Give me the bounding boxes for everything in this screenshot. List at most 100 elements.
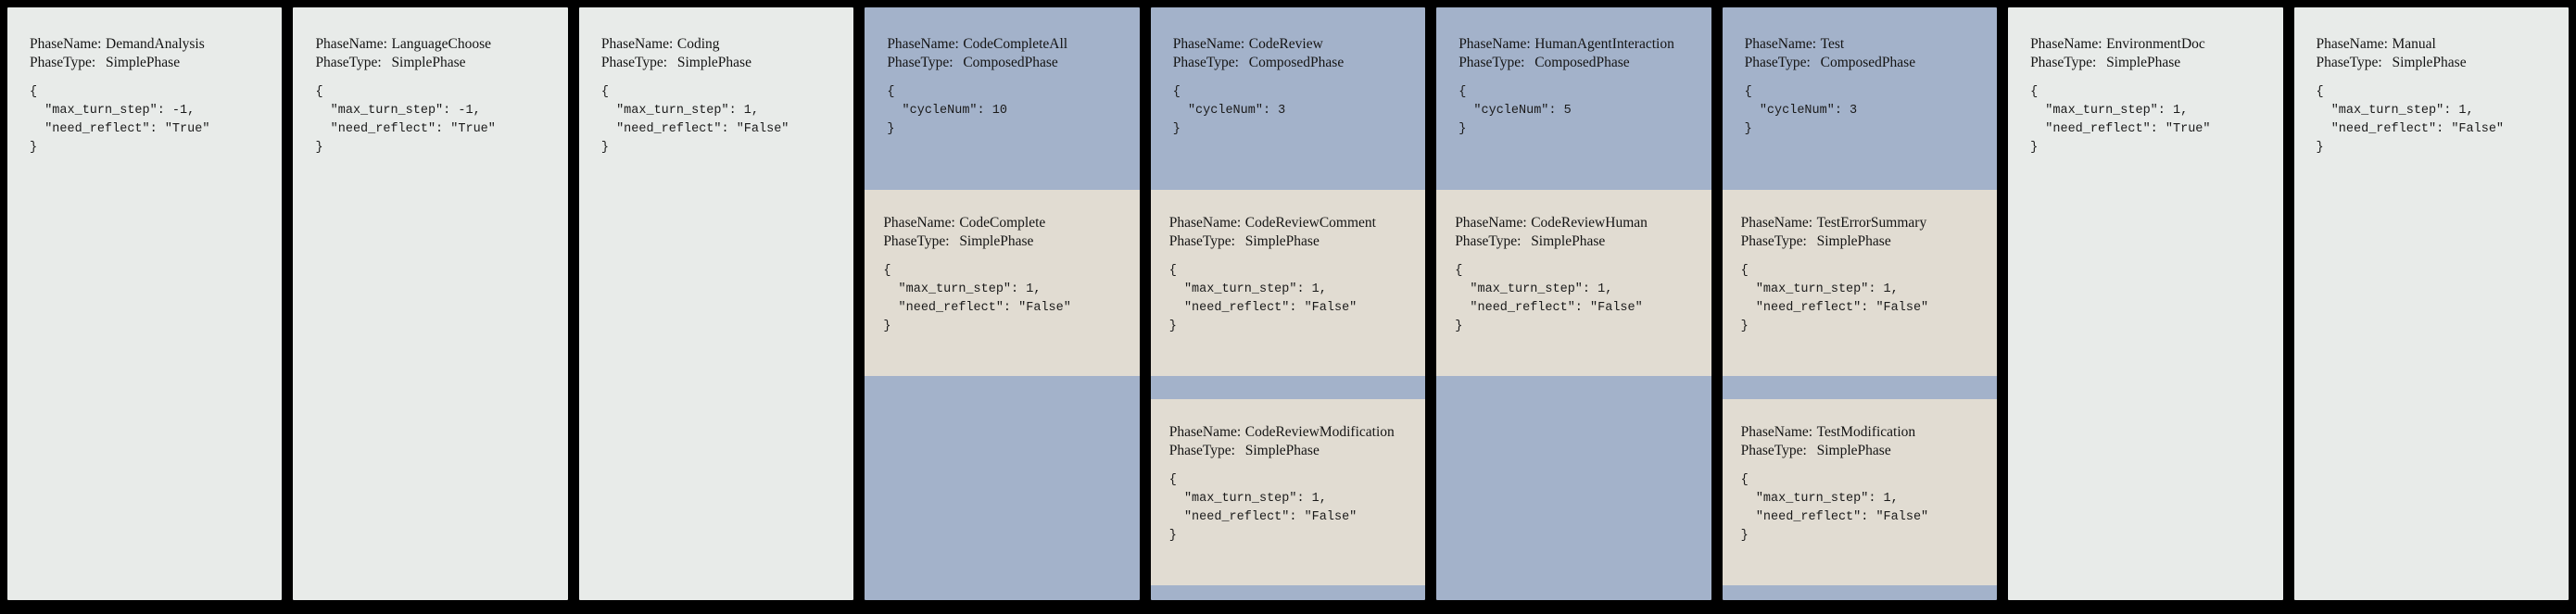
phase-config-json: { "max_turn_step": 1, "need_reflect": "F… — [600, 85, 789, 155]
phase-config-json: { "cycleNum": 5 } — [1458, 85, 1572, 136]
subphase-card: PhaseName: TestErrorSummary PhaseType: S… — [1722, 190, 1998, 376]
phase-header: PhaseName: EnvironmentDoc PhaseType: Sim… — [2008, 7, 2282, 157]
subphase-type-row: PhaseType: SimplePhase — [1455, 232, 1703, 251]
phase-name-row: PhaseName: LanguageChoose — [315, 35, 558, 54]
subphase-type-label: PhaseType: — [883, 233, 950, 249]
phase-type-value: SimplePhase — [106, 55, 181, 70]
subphase-card: PhaseName: CodeReviewModification PhaseT… — [1150, 399, 1426, 585]
phase-name-label: PhaseName: — [2030, 36, 2102, 52]
phase-name-label: PhaseName: — [1744, 36, 1817, 52]
phase-type-value: SimplePhase — [391, 55, 466, 70]
subphase-name-label: PhaseName: — [1740, 424, 1813, 440]
phase-type-label: PhaseType: — [600, 55, 668, 70]
subphase-entry: PhaseName: CodeReviewModification PhaseT… — [1151, 399, 1425, 545]
phase-type-label: PhaseType: — [2316, 55, 2382, 70]
phase-card: PhaseName: CodeCompleteAll PhaseType: Co… — [865, 7, 1140, 600]
subphase-config-json: { "max_turn_step": 1, "need_reflect": "F… — [883, 264, 1071, 333]
phase-type-value: SimplePhase — [676, 55, 751, 70]
phase-name-value: Test — [1820, 36, 1845, 52]
phase-name-label: PhaseName: — [315, 36, 387, 52]
phase-card: PhaseName: HumanAgentInteraction PhaseTy… — [1436, 7, 1711, 600]
subphase-name-label: PhaseName: — [883, 215, 955, 231]
phase-name-label: PhaseName: — [1172, 36, 1245, 52]
phase-config-json: { "max_turn_step": -1, "need_reflect": "… — [315, 85, 496, 155]
phase-type-label: PhaseType: — [1172, 55, 1239, 70]
subphase-entry: PhaseName: CodeComplete PhaseType: Simpl… — [865, 190, 1139, 336]
subphase-type-row: PhaseType: SimplePhase — [1741, 442, 1989, 460]
subphase-entry: PhaseName: TestModification PhaseType: S… — [1723, 399, 1997, 545]
subphase-name-label: PhaseName: — [1168, 424, 1242, 440]
phase-type-value: ComposedPhase — [1820, 55, 1916, 70]
subphase-type-value: SimplePhase — [1531, 233, 1606, 249]
subphase-name-label: PhaseName: — [1455, 215, 1527, 231]
phase-card: PhaseName: DemandAnalysis PhaseType: Sim… — [7, 7, 283, 600]
phase-entry: PhaseName: LanguageChoose PhaseType: Sim… — [293, 7, 567, 157]
subphase-type-label: PhaseType: — [1168, 443, 1235, 458]
phase-type-label: PhaseType: — [315, 55, 382, 70]
phase-header: PhaseName: CodeCompleteAll PhaseType: Co… — [865, 7, 1139, 190]
phase-config-json: { "max_turn_step": -1, "need_reflect": "… — [30, 85, 210, 155]
subphase-type-row: PhaseType: SimplePhase — [1169, 442, 1418, 460]
subphase-name-value: CodeReviewComment — [1244, 215, 1376, 231]
phase-card: PhaseName: LanguageChoose PhaseType: Sim… — [293, 7, 568, 600]
subphase-name-row: PhaseName: TestErrorSummary — [1741, 214, 1989, 232]
phase-type-row: PhaseType: SimplePhase — [2317, 54, 2559, 72]
subphase-type-row: PhaseType: SimplePhase — [883, 232, 1131, 251]
subphase-type-label: PhaseType: — [1455, 233, 1522, 249]
phase-name-value: HumanAgentInteraction — [1534, 36, 1674, 52]
phase-type-label: PhaseType: — [1458, 55, 1525, 70]
phase-type-row: PhaseType: SimplePhase — [2030, 54, 2273, 72]
subphase-card: PhaseName: CodeReviewHuman PhaseType: Si… — [1436, 190, 1711, 376]
subphase-entry: PhaseName: CodeReviewHuman PhaseType: Si… — [1436, 190, 1711, 336]
subphase-name-row: PhaseName: CodeReviewModification — [1169, 423, 1418, 442]
phase-header: PhaseName: CodeReview PhaseType: Compose… — [1151, 7, 1425, 190]
subphase-name-label: PhaseName: — [1168, 215, 1242, 231]
phase-type-row: PhaseType: SimplePhase — [315, 54, 558, 72]
phase-name-row: PhaseName: Manual — [2317, 35, 2559, 54]
phase-type-value: SimplePhase — [2106, 55, 2181, 70]
phase-card: PhaseName: Test PhaseType: ComposedPhase… — [1722, 7, 1998, 600]
subphase-name-value: CodeReviewHuman — [1531, 215, 1648, 231]
phase-name-row: PhaseName: EnvironmentDoc — [2030, 35, 2273, 54]
phase-card: PhaseName: CodeReview PhaseType: Compose… — [1150, 7, 1426, 600]
subphase-config-json: { "max_turn_step": 1, "need_reflect": "F… — [1168, 473, 1357, 543]
phase-header: PhaseName: HumanAgentInteraction PhaseTy… — [1436, 7, 1711, 190]
phase-name-row: PhaseName: Test — [1745, 35, 1988, 54]
phase-entry: PhaseName: Manual PhaseType: SimplePhase… — [2294, 7, 2569, 157]
phase-entry: PhaseName: HumanAgentInteraction PhaseTy… — [1436, 7, 1711, 139]
phase-config-json: { "cycleNum": 10 } — [887, 85, 1007, 136]
subphase-name-value: CodeComplete — [959, 215, 1046, 231]
subphase-name-value: TestErrorSummary — [1816, 215, 1927, 231]
phase-type-row: PhaseType: ComposedPhase — [1458, 54, 1701, 72]
subphase-type-value: SimplePhase — [1816, 233, 1891, 249]
subphase-type-value: SimplePhase — [959, 233, 1034, 249]
phase-card: PhaseName: Coding PhaseType: SimplePhase… — [578, 7, 854, 600]
phase-type-row: PhaseType: ComposedPhase — [1173, 54, 1416, 72]
subphase-config-json: { "max_turn_step": 1, "need_reflect": "F… — [1740, 264, 1929, 333]
subphase-name-row: PhaseName: CodeReviewComment — [1169, 214, 1418, 232]
phase-type-label: PhaseType: — [30, 55, 96, 70]
subphase-type-value: SimplePhase — [1816, 443, 1891, 458]
subphase-card: PhaseName: CodeComplete PhaseType: Simpl… — [865, 190, 1140, 376]
phase-entry: PhaseName: CodeCompleteAll PhaseType: Co… — [865, 7, 1139, 139]
phase-name-value: CodeReview — [1248, 36, 1323, 52]
phase-config-json: { "cycleNum": 3 } — [1172, 85, 1286, 136]
phase-type-label: PhaseType: — [2030, 55, 2097, 70]
subphase-type-row: PhaseType: SimplePhase — [1741, 232, 1989, 251]
subphase-type-value: SimplePhase — [1244, 233, 1320, 249]
phase-header: PhaseName: DemandAnalysis PhaseType: Sim… — [7, 7, 282, 157]
phase-config-json: { "max_turn_step": 1, "need_reflect": "T… — [2030, 85, 2211, 155]
phase-name-row: PhaseName: HumanAgentInteraction — [1458, 35, 1701, 54]
phase-config-json: { "cycleNum": 3 } — [1744, 85, 1858, 136]
phase-type-value: SimplePhase — [2392, 55, 2467, 70]
phase-type-label: PhaseType: — [1744, 55, 1811, 70]
subphase-config-json: { "max_turn_step": 1, "need_reflect": "F… — [1740, 473, 1929, 543]
phase-card: PhaseName: EnvironmentDoc PhaseType: Sim… — [2008, 7, 2283, 600]
subphase-name-row: PhaseName: CodeReviewHuman — [1455, 214, 1703, 232]
subphase-type-value: SimplePhase — [1244, 443, 1320, 458]
subphase-name-row: PhaseName: CodeComplete — [883, 214, 1131, 232]
subphase-type-label: PhaseType: — [1740, 443, 1807, 458]
phase-entry: PhaseName: Coding PhaseType: SimplePhase… — [579, 7, 853, 157]
phase-name-value: Coding — [676, 36, 720, 52]
